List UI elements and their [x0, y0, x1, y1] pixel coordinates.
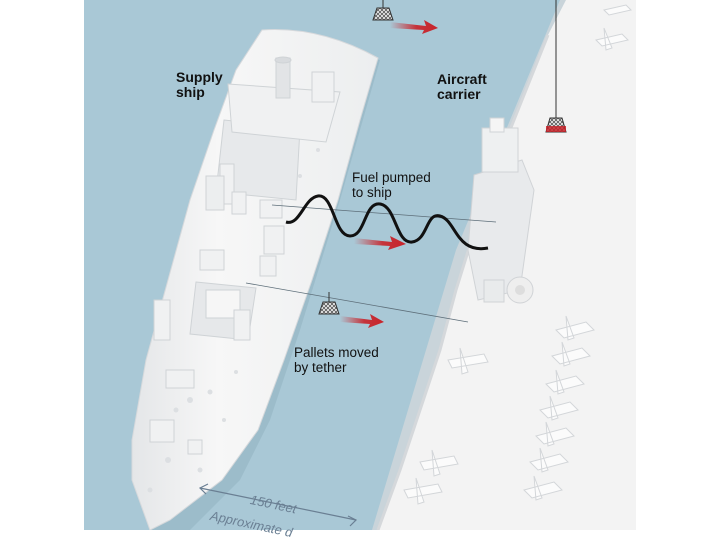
fuel-hose: [285, 194, 489, 251]
direction-arrow-icon: [354, 236, 406, 250]
supply-ship-hull: [131, 29, 379, 530]
direction-arrow-icon: [340, 314, 384, 328]
cargo-pallet-icon: [545, 0, 567, 133]
distance-dimension: [198, 483, 358, 527]
direction-arrow-icon: [390, 20, 438, 34]
transfer-lines: [245, 204, 497, 323]
cargo-pallet-icon: [372, 0, 394, 21]
fuel-label: Fuel pumped to ship: [352, 170, 431, 200]
pallets-label: Pallets moved by tether: [294, 345, 379, 375]
carrier-island: [467, 117, 535, 304]
carrier-aircraft: [403, 4, 632, 505]
cargo-pallet-icon: [318, 292, 340, 315]
supply-ship-superstructure: [149, 56, 341, 455]
deck-fittings: [147, 148, 320, 493]
supply-ship-label: Supply ship: [176, 69, 223, 100]
aircraft-carrier-label: Aircraft carrier: [437, 71, 487, 102]
